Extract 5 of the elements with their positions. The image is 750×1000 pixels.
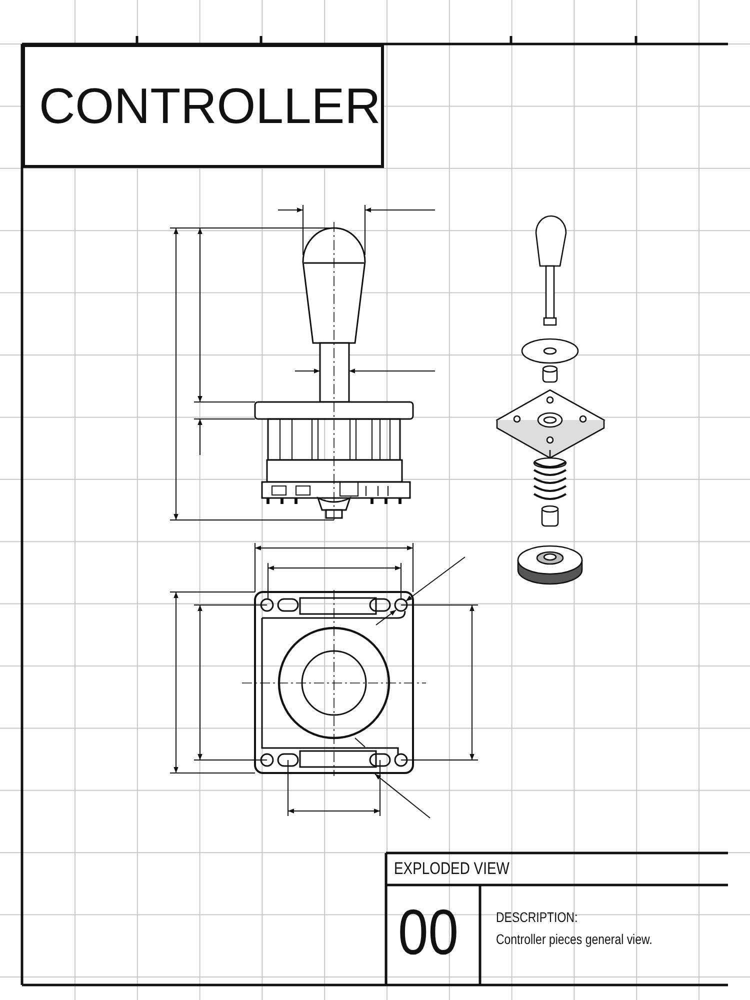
title-heading: CONTROLLER (22, 44, 384, 168)
view-label: EXPLODED VIEW (394, 859, 510, 879)
description-text: Controller pieces general view. (496, 931, 652, 947)
sheet-number: 00 (398, 895, 458, 970)
description-heading: DESCRIPTION: (496, 909, 578, 925)
